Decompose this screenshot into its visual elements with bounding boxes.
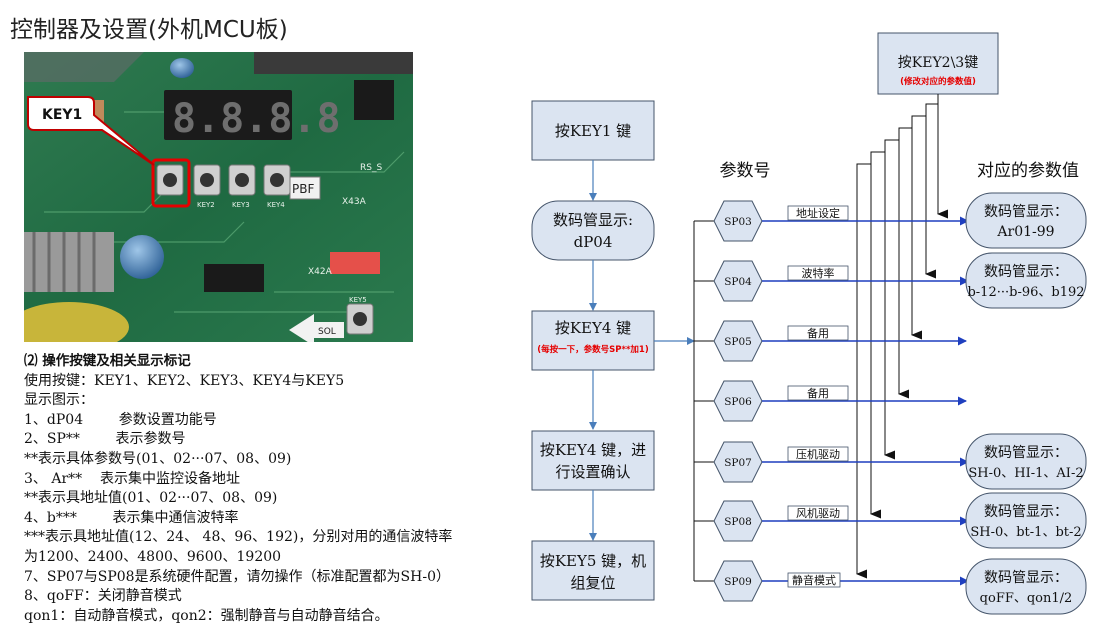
instruction-line: ***表示具地址值(12、24、 48、96、192)，分别对用的通信波特率 bbox=[24, 529, 453, 546]
step5-line2: 组复位 bbox=[570, 574, 615, 592]
value-column-heading: 对应的参数值 bbox=[977, 161, 1079, 181]
param-column-heading: 参数号 bbox=[720, 161, 771, 181]
instruction-line: 4、b*** 表示集中通信波特率 bbox=[24, 509, 239, 526]
param-code: SP08 bbox=[724, 516, 752, 528]
step5-box: 按KEY5 键，机 组复位 bbox=[531, 540, 655, 601]
value-line2: SH-0、bt-1、bt-2 bbox=[970, 525, 1081, 540]
step1-label: 按KEY1 键 bbox=[555, 122, 631, 140]
value-line2: SH-0、HI-1、AI-2 bbox=[968, 466, 1083, 481]
param-code: SP07 bbox=[724, 457, 752, 469]
instruction-line: 为1200、2400、4800、9600、19200 bbox=[24, 548, 282, 565]
silk-sol: SOL bbox=[318, 327, 336, 337]
silk-x43a: X43A bbox=[342, 197, 367, 207]
value-box-sp07: 数码管显示： SH-0、HI-1、AI-2 bbox=[965, 433, 1087, 490]
value-line1: 数码管显示： bbox=[984, 204, 1068, 220]
step2-box: 数码管显示: dP04 bbox=[531, 200, 655, 261]
param-row-sp09: SP09 静音模式 bbox=[713, 560, 969, 602]
step5-line1: 按KEY5 键，机 bbox=[540, 552, 646, 570]
value-line1: 数码管显示： bbox=[984, 264, 1068, 280]
instruction-line: 8、qoFF：关闭静音模式 bbox=[24, 588, 182, 605]
key23-box: 按KEY2\3键 (修改对应的参数值) bbox=[877, 32, 999, 95]
instruction-line: **表示具地址值(01、02···07、08、09) bbox=[24, 490, 278, 507]
instruction-line: qon1：自动静音模式，qon2：强制静音与自动静音结合。 bbox=[24, 607, 389, 624]
step3-label: 按KEY4 键 bbox=[555, 319, 631, 337]
value-box-sp09: 数码管显示： qoFF、qon1/2 bbox=[965, 558, 1087, 615]
silk-rs: RS_S bbox=[360, 163, 382, 173]
instruction-line: 显示图示： bbox=[24, 392, 94, 409]
value-line1: 数码管显示： bbox=[984, 504, 1068, 520]
param-row-sp04: SP04 波特率 bbox=[713, 260, 969, 302]
step1-box: 按KEY1 键 bbox=[531, 100, 655, 161]
silk-pbf: PBF bbox=[292, 182, 314, 196]
controller-board-photo: 8.8.8.8 bbox=[24, 52, 413, 342]
param-row-sp03: SP03 地址设定 bbox=[713, 200, 969, 242]
param-code: SP06 bbox=[724, 396, 752, 408]
param-code: SP09 bbox=[724, 576, 752, 588]
key23-note: (修改对应的参数值) bbox=[900, 76, 976, 87]
param-row-sp08: SP08 风机驱动 bbox=[713, 500, 969, 542]
silk-key3: KEY3 bbox=[232, 201, 250, 209]
value-line2: b-12···b-96、b192 bbox=[967, 285, 1084, 300]
instruction-line: 1、dP04 参数设置功能号 bbox=[24, 411, 217, 428]
instruction-line: 7、SP07与SP08是系统硬件配置，请勿操作（标准配置都为SH-0） bbox=[24, 568, 450, 585]
param-code: SP05 bbox=[724, 336, 752, 348]
instruction-line: 3、 Ar** 表示集中监控设备地址 bbox=[24, 470, 240, 487]
instructions: ⑵ 操作按键及相关显示标记 使用按键：KEY1、KEY2、KEY3、KEY4与K… bbox=[24, 352, 504, 626]
silk-key4: KEY4 bbox=[267, 201, 285, 209]
param-row-sp06: SP06 备用 bbox=[713, 380, 967, 422]
value-line2: Ar01-99 bbox=[996, 224, 1054, 240]
instructions-heading: ⑵ 操作按键及相关显示标记 bbox=[24, 353, 191, 369]
param-label: 风机驱动 bbox=[796, 506, 840, 520]
value-box-sp04: 数码管显示： b-12···b-96、b192 bbox=[965, 252, 1087, 309]
silk-x42a: X42A bbox=[308, 267, 333, 277]
step4-box: 按KEY4 键，进 行设置确认 bbox=[531, 430, 655, 491]
instruction-line: 使用按键：KEY1、KEY2、KEY3、KEY4与KEY5 bbox=[24, 372, 345, 389]
step2-line2: dP04 bbox=[574, 233, 613, 251]
value-line2: qoFF、qon1/2 bbox=[980, 591, 1073, 606]
param-label: 备用 bbox=[807, 386, 829, 400]
key1-callout-label: KEY1 bbox=[42, 107, 82, 123]
page-title: 控制器及设置(外机MCU板) bbox=[10, 17, 288, 43]
param-label: 备用 bbox=[807, 326, 829, 340]
step3-note: (每按一下，参数号SP**加1) bbox=[537, 344, 649, 355]
value-line1: 数码管显示： bbox=[984, 445, 1068, 461]
param-row-sp05: SP05 备用 bbox=[713, 320, 967, 362]
instruction-line: 2、SP** 表示参数号 bbox=[24, 431, 186, 448]
instruction-line: **表示具体参数号(01、02···07、08、09) bbox=[24, 450, 292, 467]
silk-key5: KEY5 bbox=[349, 296, 367, 304]
value-box-sp03: 数码管显示： Ar01-99 bbox=[965, 192, 1087, 249]
param-label: 静音模式 bbox=[792, 573, 836, 587]
param-code: SP04 bbox=[724, 276, 752, 288]
svg-text:8.8.8.8: 8.8.8.8 bbox=[172, 96, 341, 142]
param-label: 波特率 bbox=[802, 266, 835, 280]
value-box-sp08: 数码管显示： SH-0、bt-1、bt-2 bbox=[965, 492, 1087, 549]
step4-line1: 按KEY4 键，进 bbox=[540, 441, 646, 459]
step2-line1: 数码管显示: bbox=[553, 211, 633, 229]
value-line1: 数码管显示： bbox=[984, 570, 1068, 586]
param-label: 地址设定 bbox=[796, 206, 840, 220]
key23-label: 按KEY2\3键 bbox=[898, 55, 978, 71]
step4-line2: 行设置确认 bbox=[555, 463, 630, 481]
param-row-sp07: SP07 压机驱动 bbox=[713, 441, 969, 483]
step3-box: 按KEY4 键 (每按一下，参数号SP**加1) bbox=[531, 310, 655, 371]
param-code: SP03 bbox=[724, 216, 752, 228]
silk-key2: KEY2 bbox=[197, 201, 215, 209]
param-label: 压机驱动 bbox=[796, 447, 840, 461]
